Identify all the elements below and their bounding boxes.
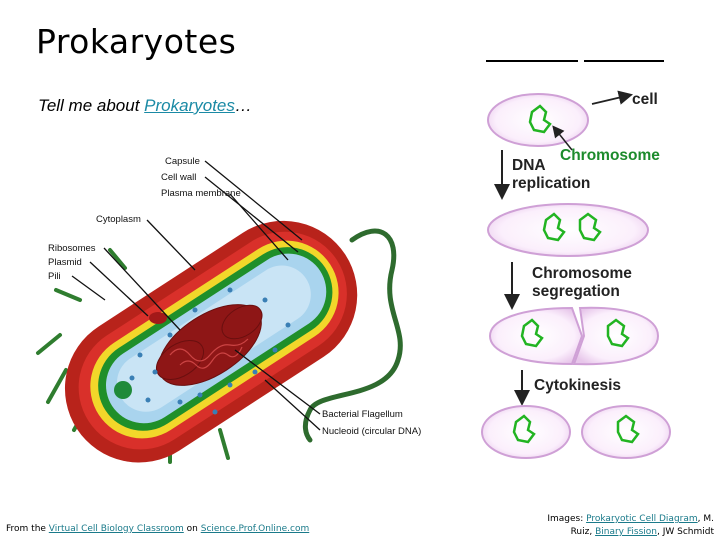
- label-chromosome: Chromosome: [560, 147, 660, 164]
- label-dna: DNA: [512, 157, 546, 174]
- cell-stage-3: [488, 306, 584, 366]
- label-plasma-membrane: Plasma membrane: [161, 188, 241, 199]
- prokaryotic-diagram-link[interactable]: Prokaryotic Cell Diagram: [586, 514, 698, 524]
- label-replication: replication: [512, 175, 590, 192]
- label-cell-wall: Cell wall: [161, 172, 196, 183]
- label-segregation: segregation: [532, 283, 620, 300]
- label-pili: Pili: [48, 271, 61, 282]
- plasmid: [114, 381, 132, 399]
- nucleoid: [156, 304, 263, 386]
- cell-stage-2: [487, 203, 649, 257]
- footer-mid: on: [183, 524, 201, 534]
- flagellum: [302, 228, 403, 443]
- subtitle-suffix: …: [234, 96, 252, 115]
- prokaryotes-link[interactable]: Prokaryotes: [144, 96, 235, 115]
- slide-subtitle: Tell me about Prokaryotes…: [38, 96, 252, 116]
- label-capsule: Capsule: [165, 156, 200, 167]
- cell-stage-1: [487, 93, 589, 147]
- prokaryotic-cell-diagram: Capsule Cell wall Plasma membrane Cytopl…: [36, 156, 421, 464]
- blank-line-1: [486, 60, 578, 62]
- label-chromosome-seg: Chromosome: [532, 265, 632, 282]
- slide-title: Prokaryotes: [36, 22, 237, 61]
- scienceprofonline-link[interactable]: Science.Prof.Online.com: [200, 524, 310, 534]
- daughter-cell-2: [581, 405, 671, 459]
- label-ribosomes: Ribosomes: [48, 243, 96, 254]
- label-flagellum: Bacterial Flagellum: [322, 409, 403, 420]
- label-cell: cell: [632, 91, 658, 108]
- binary-fission-diagram: cell Chromosome DNA replication Chromoso…: [481, 90, 671, 459]
- label-cytokinesis: Cytokinesis: [534, 377, 621, 394]
- virtual-cell-link[interactable]: Virtual Cell Biology Classroom: [48, 524, 184, 534]
- footer-prefix: From the: [6, 524, 49, 534]
- subtitle-prefix: Tell me about: [38, 96, 145, 115]
- label-plasmid: Plasmid: [48, 257, 82, 268]
- binary-fission-link[interactable]: Binary Fission: [595, 527, 657, 537]
- credits-mid: , M. Ruiz,: [570, 514, 714, 537]
- label-cytoplasm: Cytoplasm: [96, 214, 141, 225]
- ribosomes: [129, 287, 291, 415]
- blank-line-2: [584, 60, 664, 62]
- credits-suffix: , JW Schmidt: [656, 527, 714, 537]
- label-nucleoid: Nucleoid (circular DNA): [322, 426, 421, 437]
- credits-prefix: Images:: [547, 514, 587, 524]
- image-credits: Images: Prokaryotic Cell Diagram, M. Rui…: [536, 513, 714, 539]
- daughter-cell-1: [481, 405, 571, 459]
- footer-credit: From the Virtual Cell Biology Classroom …: [6, 524, 309, 534]
